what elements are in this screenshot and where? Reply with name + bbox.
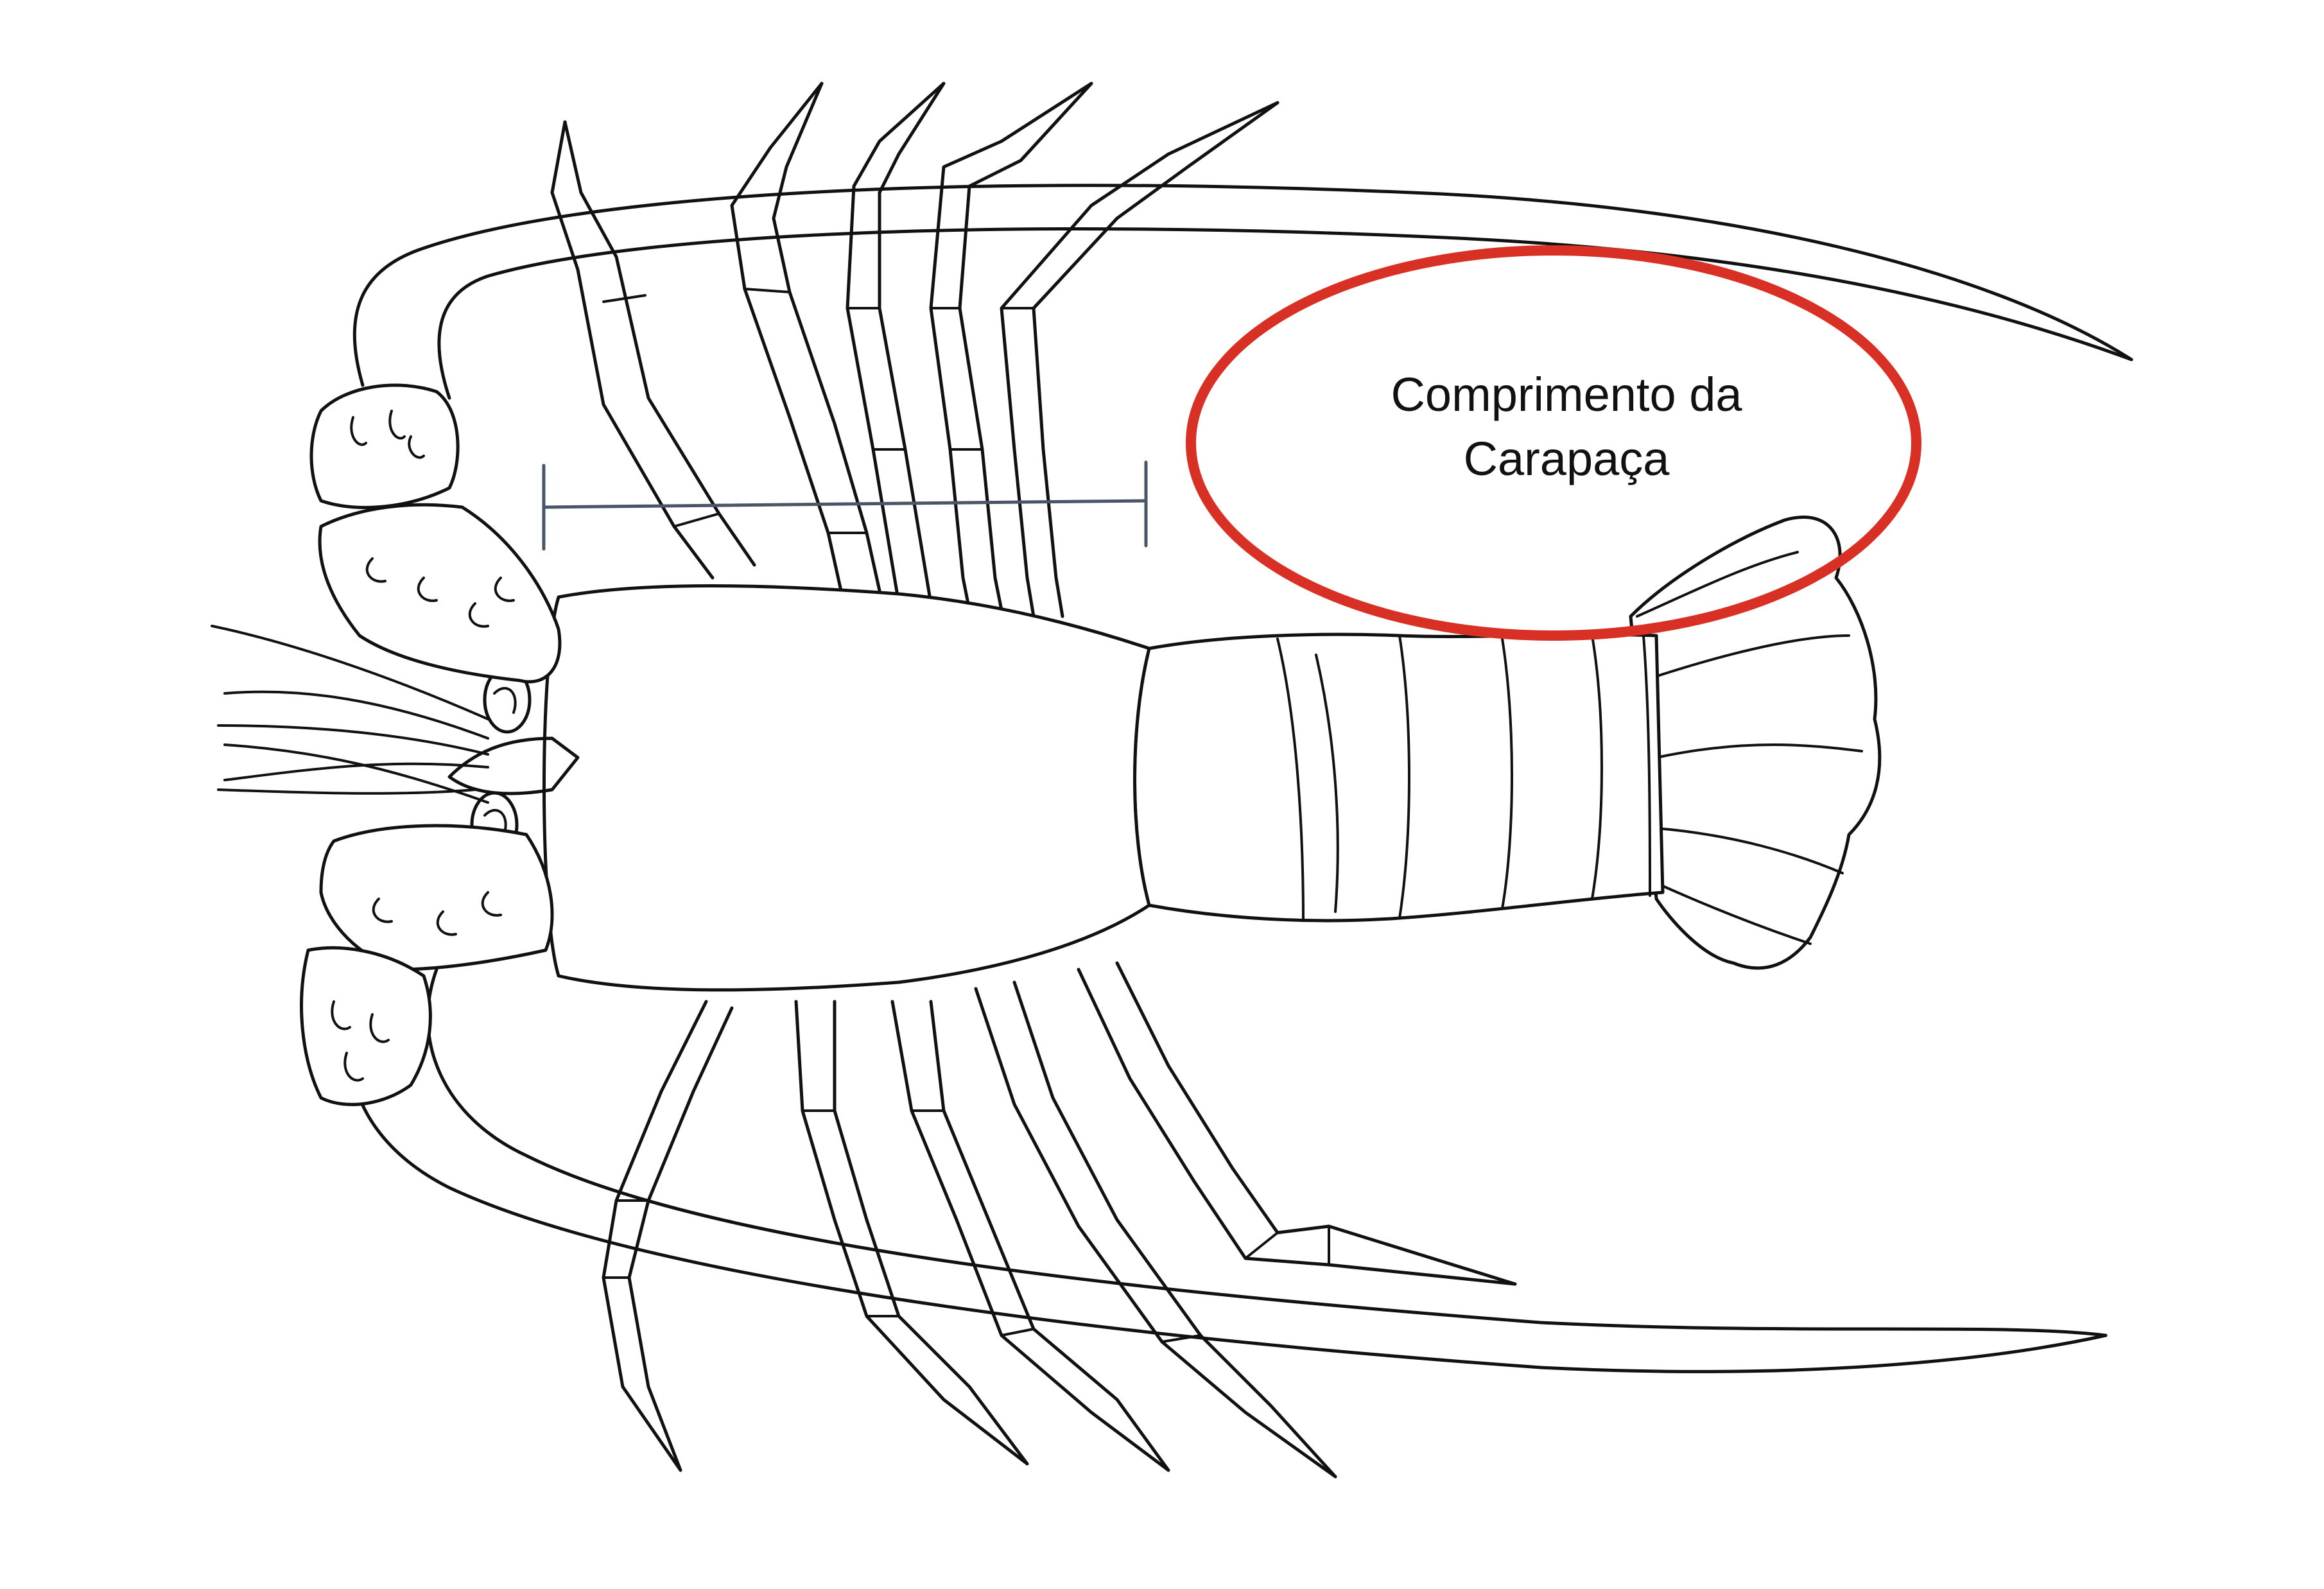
tail-fan — [1629, 516, 1882, 970]
carapace — [542, 584, 1151, 992]
annotation-label-line1: Comprimento da — [1391, 368, 1742, 421]
annotation-label-line2: Carapaça — [1464, 432, 1670, 485]
lower-antenna — [348, 968, 2108, 1373]
annotation-ellipse — [1186, 245, 1921, 641]
lower-antenna-base — [300, 824, 554, 1106]
upper-antenna-base — [309, 383, 562, 684]
upper-legs — [550, 82, 1279, 618]
head — [211, 625, 580, 859]
carapace-measure-bar — [542, 460, 1148, 551]
abdomen — [1133, 632, 1665, 923]
upper-antenna — [352, 184, 2133, 400]
lower-legs — [602, 961, 1517, 1479]
annotation-callout: Comprimento da Carapaça — [1186, 245, 1921, 641]
